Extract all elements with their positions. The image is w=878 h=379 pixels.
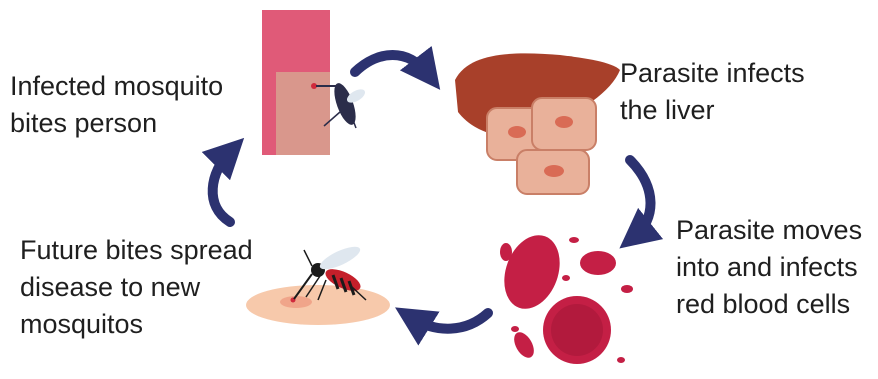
bite-skin-icon xyxy=(246,285,390,325)
curved-arrow-icon xyxy=(630,160,651,236)
curved-arrow-icon xyxy=(213,152,230,222)
red-blood-cells-icon xyxy=(495,227,633,364)
curved-arrow-icon xyxy=(355,55,428,74)
step-label-blood: Parasite moves into and infects red bloo… xyxy=(676,212,862,323)
step-label-liver: Parasite infects the liver xyxy=(620,55,805,129)
arm-icon xyxy=(262,10,330,155)
step-label-spread: Future bites spread disease to new mosqu… xyxy=(20,232,253,343)
curved-arrow-icon xyxy=(412,313,488,329)
step-label-bite: Infected mosquito bites person xyxy=(10,68,223,142)
liver-icon xyxy=(455,53,620,194)
